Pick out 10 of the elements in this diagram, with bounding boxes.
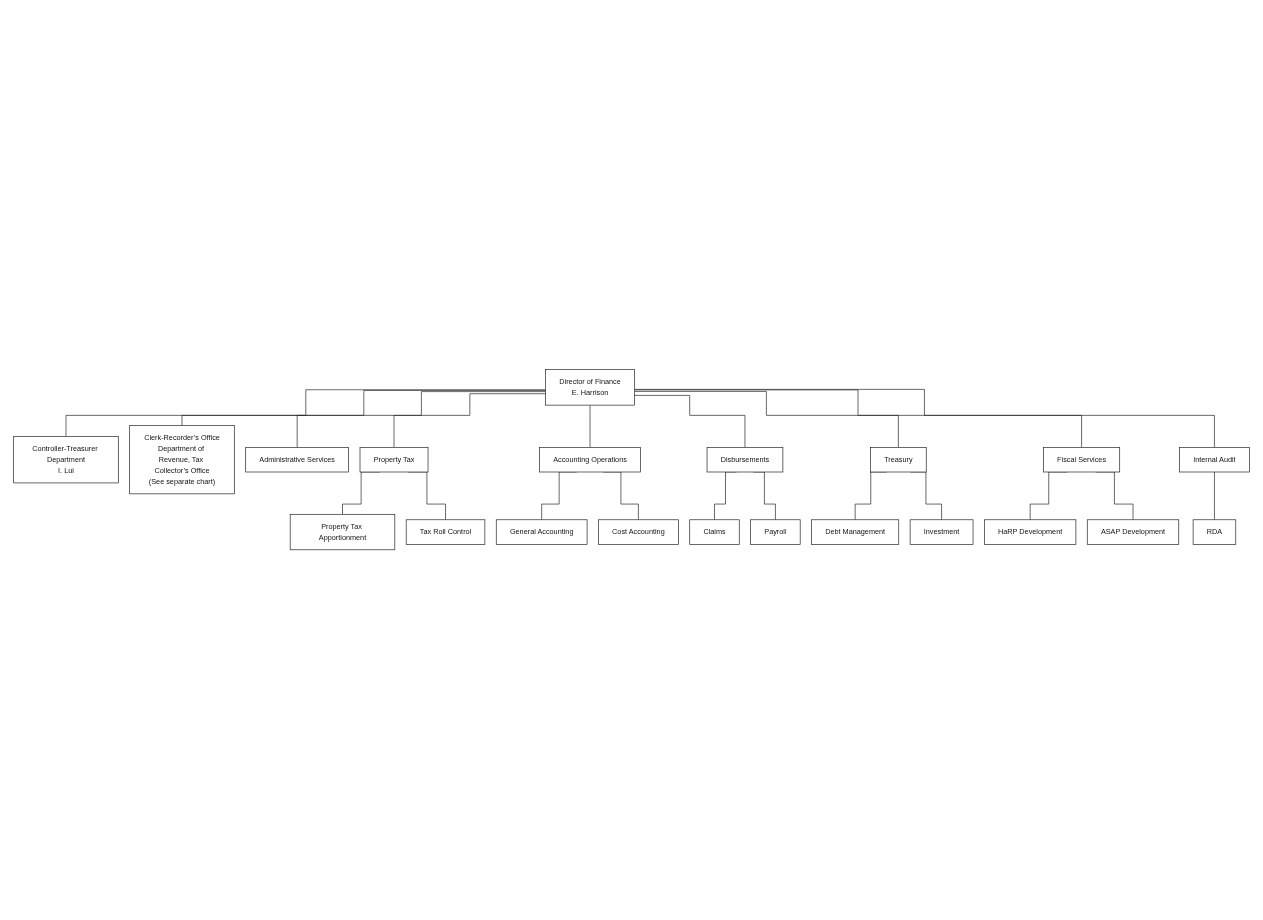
- connector: [634, 389, 1082, 449]
- connector: [296, 391, 546, 449]
- connector: [634, 389, 1215, 449]
- connector: [589, 405, 591, 449]
- connector: [1214, 471, 1215, 521]
- connector: [634, 395, 746, 449]
- connector: [65, 389, 546, 438]
- connector: [393, 393, 546, 449]
- connector: [634, 391, 899, 449]
- connector: [181, 390, 546, 427]
